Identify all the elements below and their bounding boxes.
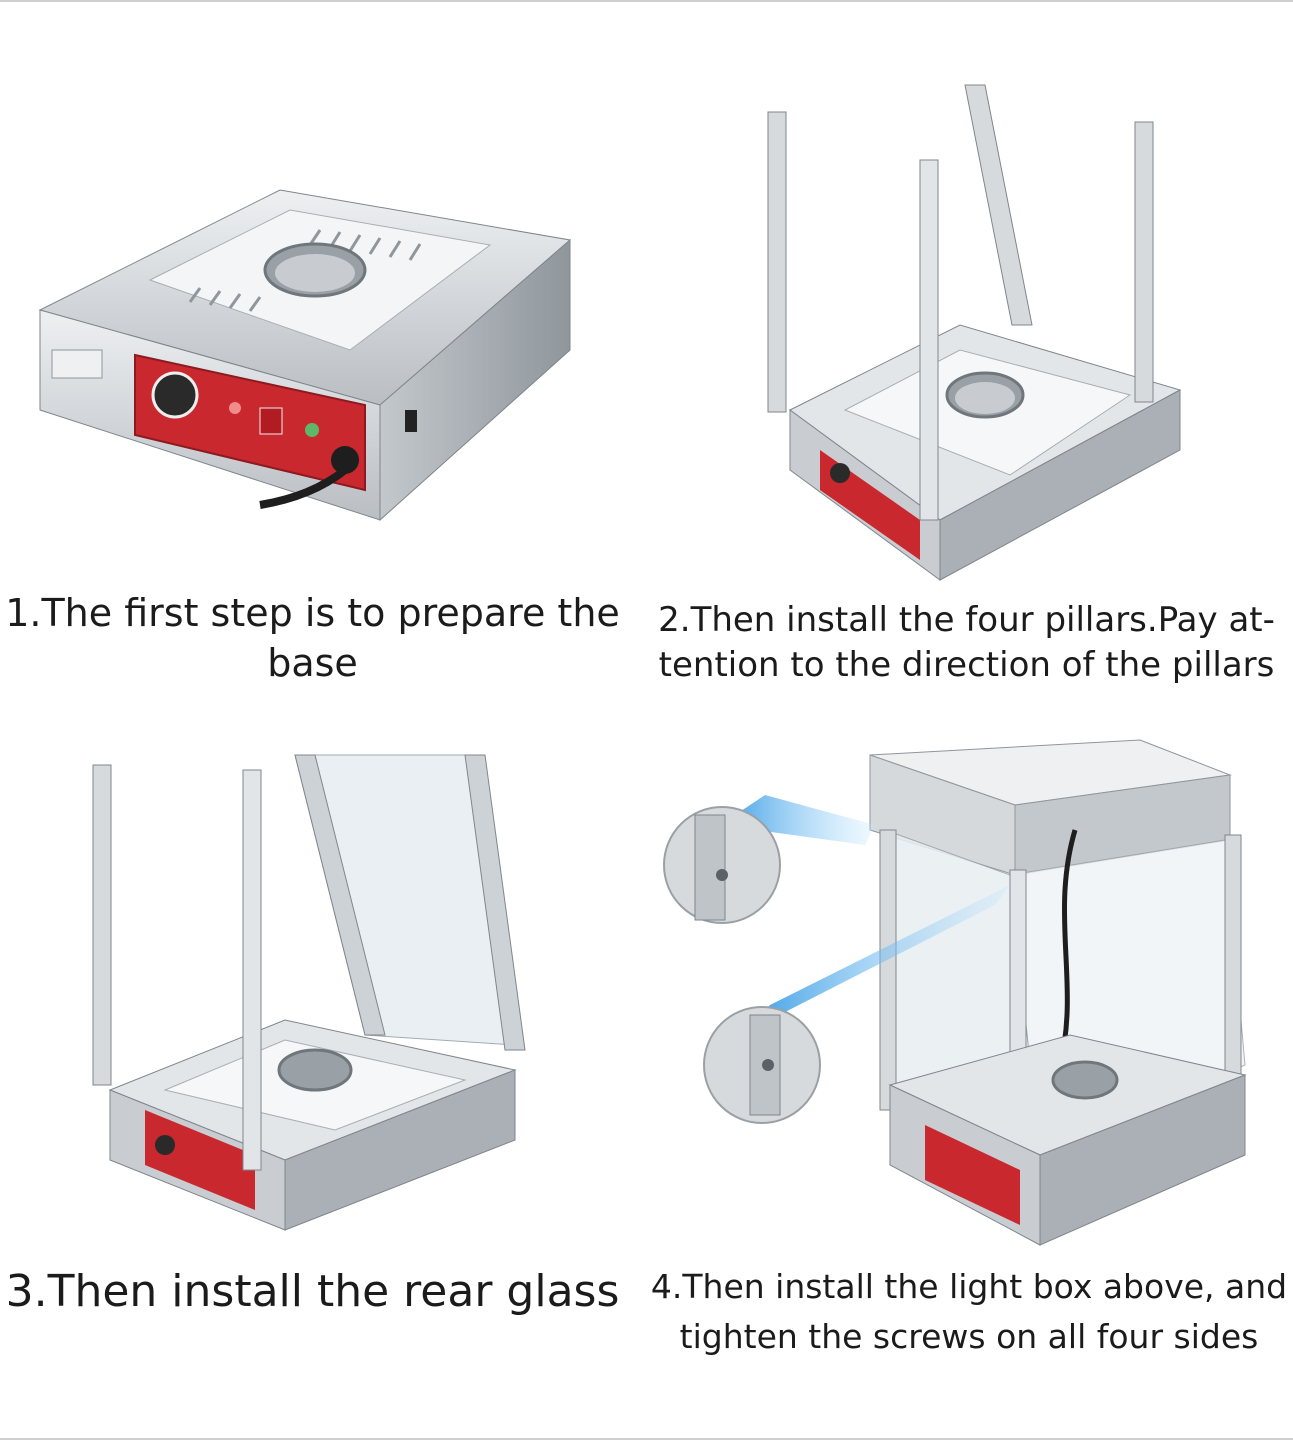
step3-caption: 3.Then install the rear glass	[0, 1263, 625, 1321]
bottom-border	[0, 1438, 1293, 1440]
step2-image	[760, 80, 1190, 590]
step2-line1: 2.Then install the four pillars.Pay at-	[658, 600, 1275, 640]
step4-line1: 4.Then install the light box above, and	[650, 1267, 1288, 1306]
step3-text: 3.Then install the rear glass	[5, 1266, 620, 1317]
step4-line2: tighten the screws on all four sides	[679, 1316, 1259, 1356]
top-border	[0, 0, 1293, 2]
step2-line2: tention to the direction of the pillars	[658, 644, 1275, 685]
step1-caption: 1.The first step is to prepare the base	[0, 588, 625, 688]
step1-image	[20, 170, 620, 540]
step1-text: 1.The first step is to prepare the base	[5, 591, 620, 686]
step4-image	[660, 735, 1270, 1255]
step4-caption: 4.Then install the light box above, and …	[645, 1262, 1293, 1361]
step3-image	[85, 750, 545, 1250]
step2-caption: 2.Then install the four pillars.Pay at- …	[640, 598, 1293, 688]
